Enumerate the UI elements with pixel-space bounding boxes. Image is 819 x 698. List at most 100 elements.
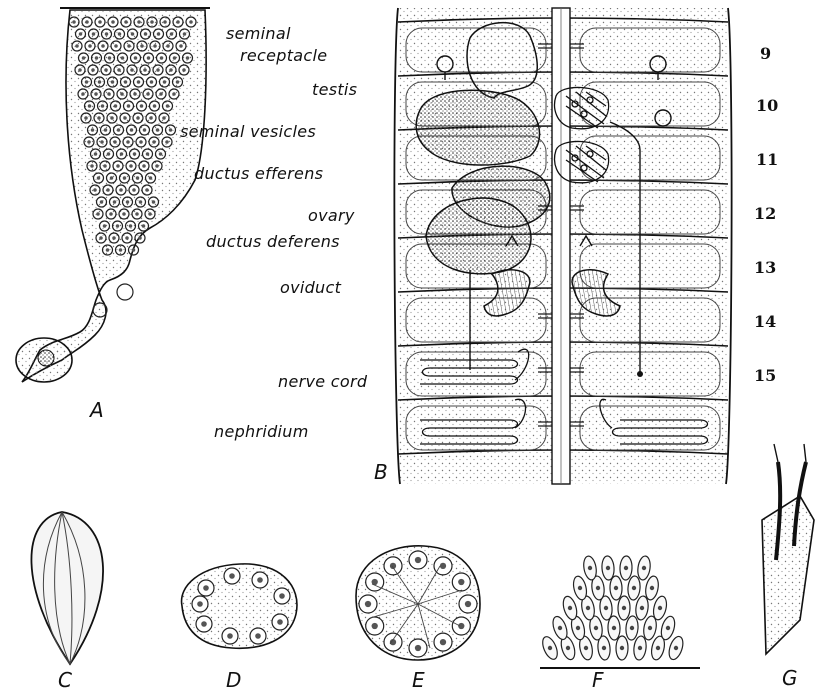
figure-a-cell-nucleus bbox=[124, 80, 128, 84]
figure-a-cell-nucleus bbox=[78, 68, 82, 72]
figure-d-cell-nucleus bbox=[279, 593, 285, 599]
figure-f-cell-nucleus bbox=[606, 566, 610, 570]
figure-letter-f: F bbox=[592, 668, 604, 692]
figure-f-cell-nucleus bbox=[548, 646, 552, 650]
figure-g-drawing bbox=[762, 444, 814, 654]
figure-f-cell-nucleus bbox=[648, 626, 652, 630]
figure-a-cell-nucleus bbox=[116, 164, 120, 168]
figure-a-cell-nucleus bbox=[138, 236, 142, 240]
figure-a-cell-nucleus bbox=[85, 80, 89, 84]
figure-a-cell-nucleus bbox=[132, 248, 136, 252]
figure-a-cell-nucleus bbox=[160, 56, 164, 60]
figure-a-cell-nucleus bbox=[157, 32, 161, 36]
figure-d-cell-nucleus bbox=[257, 577, 263, 583]
figure-a-cell-nucleus bbox=[100, 140, 104, 144]
figure-f-cell-nucleus bbox=[588, 566, 592, 570]
figure-a-cell-nucleus bbox=[104, 68, 108, 72]
figure-a-cell-nucleus bbox=[94, 92, 98, 96]
figure-d-cell-nucleus bbox=[229, 573, 235, 579]
figure-a-cell-nucleus bbox=[82, 56, 86, 60]
figure-a-cell-nucleus bbox=[114, 44, 118, 48]
figure-a-cell-nucleus bbox=[97, 176, 101, 180]
figure-letter-c: C bbox=[58, 668, 72, 692]
figure-a-cell-nucleus bbox=[153, 104, 157, 108]
figure-f-cell-nucleus bbox=[584, 646, 588, 650]
label-nephridium: nephridium bbox=[214, 422, 309, 441]
figure-a-cell-nucleus bbox=[111, 20, 115, 24]
segment-number-10: 10 bbox=[756, 96, 778, 115]
figure-a-cell-nucleus bbox=[140, 104, 144, 108]
figure-d-cell-nucleus bbox=[227, 633, 233, 639]
figure-f-cell-nucleus bbox=[594, 626, 598, 630]
figure-a-cell-nucleus bbox=[106, 248, 110, 252]
figure-a-cell-nucleus bbox=[142, 224, 146, 228]
figure-f-cell-nucleus bbox=[658, 606, 662, 610]
figure-f-cell-nucleus bbox=[558, 626, 562, 630]
figure-a-cell-nucleus bbox=[189, 20, 193, 24]
segment-number-15: 15 bbox=[754, 366, 776, 385]
figure-d-cell-nucleus bbox=[255, 633, 261, 639]
figure-f-cell-nucleus bbox=[578, 586, 582, 590]
figure-a-cell-nucleus bbox=[120, 92, 124, 96]
figure-a-cell-nucleus bbox=[108, 56, 112, 60]
figure-f-cell-nucleus bbox=[566, 646, 570, 650]
figure-a-cell-nucleus bbox=[111, 80, 115, 84]
figure-a-cell-nucleus bbox=[146, 152, 150, 156]
figure-f-cell-nucleus bbox=[576, 626, 580, 630]
figure-a-cell-nucleus bbox=[145, 188, 149, 192]
figure-a-cell-nucleus bbox=[85, 20, 89, 24]
figure-a-cell-nucleus bbox=[110, 176, 114, 180]
figure-letter-d: D bbox=[226, 668, 241, 692]
figure-a-cell-nucleus bbox=[163, 20, 167, 24]
figure-a-cell-nucleus bbox=[155, 164, 159, 168]
figure-f-cell-nucleus bbox=[586, 606, 590, 610]
figure-a-cell-nucleus bbox=[72, 20, 76, 24]
figure-f-cell-nucleus bbox=[624, 566, 628, 570]
figure-f-cell-nucleus bbox=[642, 566, 646, 570]
figure-a-cell-nucleus bbox=[118, 32, 122, 36]
figure-f-cell-nucleus bbox=[656, 646, 660, 650]
label-testis: testis bbox=[312, 80, 357, 99]
figure-a-cell-nucleus bbox=[131, 32, 135, 36]
figure-a-cell-nucleus bbox=[135, 212, 139, 216]
figure-a-cell-nucleus bbox=[117, 128, 121, 132]
figure-a-cell-nucleus bbox=[136, 176, 140, 180]
label-ductus-deferens: ductus deferens bbox=[206, 232, 340, 251]
figure-a-cell-nucleus bbox=[123, 116, 127, 120]
figure-f-cell-nucleus bbox=[604, 606, 608, 610]
figure-a-cell-nucleus bbox=[150, 80, 154, 84]
figure-a-cell-nucleus bbox=[152, 200, 156, 204]
figure-a-cell-nucleus bbox=[142, 164, 146, 168]
figure-a-cell-nucleus bbox=[101, 104, 105, 108]
figure-a-cell-nucleus bbox=[129, 224, 133, 228]
figure-a-cell-nucleus bbox=[149, 176, 153, 180]
figure-a-cell-nucleus bbox=[104, 128, 108, 132]
label-seminal-line1: seminal bbox=[226, 24, 291, 43]
figure-f-cell-nucleus bbox=[612, 626, 616, 630]
figure-a-cell-nucleus bbox=[130, 68, 134, 72]
figure-a-cell-nucleus bbox=[163, 80, 167, 84]
figure-f-cell-nucleus bbox=[602, 646, 606, 650]
figure-a-cell-nucleus bbox=[106, 188, 110, 192]
figure-a-cell-nucleus bbox=[113, 200, 117, 204]
figure-d-cell-nucleus bbox=[203, 585, 209, 591]
figure-a-cell-nucleus bbox=[107, 92, 111, 96]
figure-a-cell-nucleus bbox=[126, 140, 130, 144]
figure-a-cell-nucleus bbox=[93, 188, 97, 192]
figure-a-cell-nucleus bbox=[91, 68, 95, 72]
figure-a-cell-nucleus bbox=[137, 80, 141, 84]
figure-a-cell-nucleus bbox=[112, 236, 116, 240]
figure-d-drawing bbox=[182, 564, 297, 648]
figure-letter-g: G bbox=[782, 666, 798, 690]
figure-a-cell-nucleus bbox=[110, 116, 114, 120]
figure-d-cell-nucleus bbox=[201, 621, 207, 627]
figure-f-cell-nucleus bbox=[632, 586, 636, 590]
figure-a-cell-nucleus bbox=[126, 200, 130, 204]
figure-a-cell-nucleus bbox=[75, 44, 79, 48]
figure-b-drawing bbox=[394, 8, 731, 484]
figure-a-cell-nucleus bbox=[148, 212, 152, 216]
figure-a-cell-nucleus bbox=[169, 68, 173, 72]
figure-a-cell-nucleus bbox=[98, 20, 102, 24]
figure-a-cell-nucleus bbox=[114, 104, 118, 108]
